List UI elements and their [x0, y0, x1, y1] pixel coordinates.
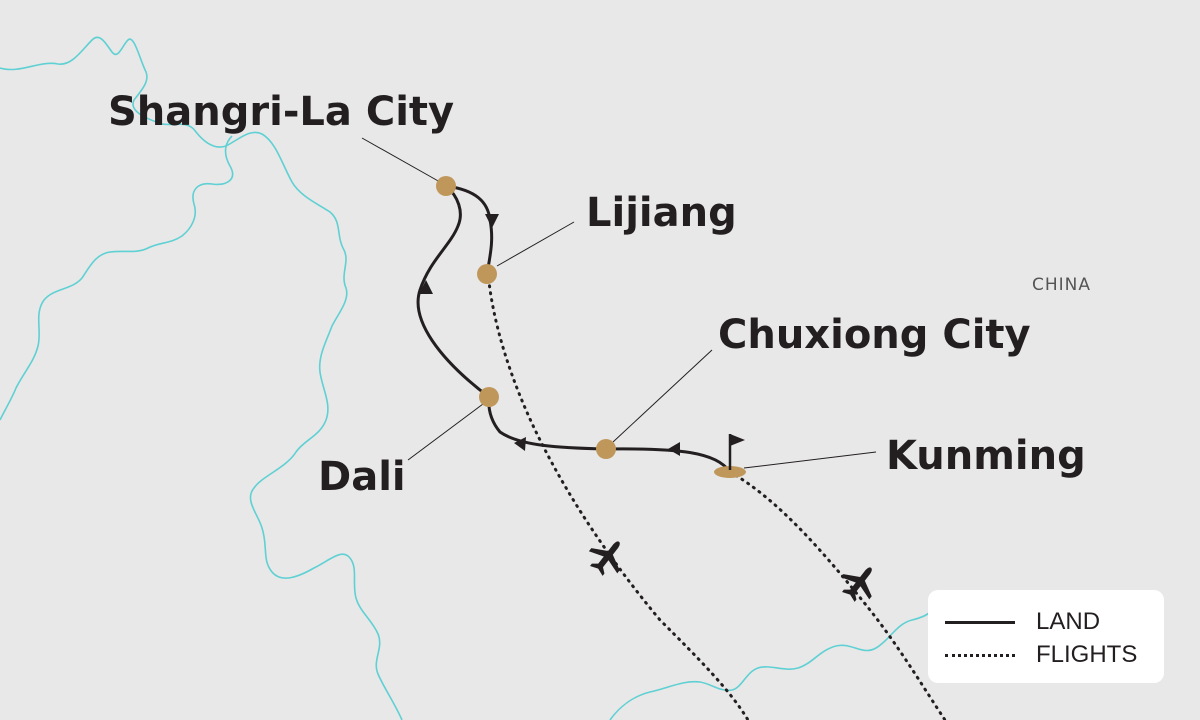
land-route-shangri-la-lijiang	[444, 184, 494, 276]
legend-item-land: LAND	[928, 607, 1164, 637]
city-label-lijiang: Lijiang	[586, 190, 737, 236]
city-dot-dali[interactable]	[479, 387, 499, 407]
leader-line-shangri-la	[361, 137, 441, 183]
city-dot-shangri-la[interactable]	[436, 176, 456, 196]
legend-solid-line	[945, 621, 1015, 624]
airplane-icons	[588, 541, 872, 602]
flight-route-lijiang	[486, 270, 750, 720]
border-lines	[0, 36, 931, 720]
leader-line-chuxiong	[612, 349, 713, 443]
legend-label-flights: FLIGHTS	[1036, 641, 1138, 668]
flag-icon	[728, 434, 745, 470]
border-line	[609, 611, 931, 720]
city-label-kunming: Kunming	[886, 433, 1086, 479]
city-label-dali: Dali	[318, 454, 406, 500]
land-route-chuxiong-dali	[487, 395, 608, 451]
route-arrows	[419, 214, 680, 456]
country-label: CHINA	[1032, 275, 1091, 295]
city-label-chuxiong: Chuxiong City	[718, 312, 1031, 358]
city-markers	[436, 176, 746, 478]
city-dot-lijiang[interactable]	[477, 264, 497, 284]
land-route-kunming-chuxiong	[604, 447, 732, 474]
airplane-icon	[840, 567, 872, 602]
legend-label-land: LAND	[1036, 608, 1101, 635]
land-routes	[416, 184, 732, 474]
city-marker-kunming[interactable]	[714, 466, 746, 478]
city-dot-chuxiong[interactable]	[596, 439, 616, 459]
flight-routes	[486, 270, 947, 720]
flight-route-kunming	[728, 470, 947, 720]
leader-line-dali	[407, 403, 484, 461]
arrow-icon	[485, 214, 499, 228]
land-route-dali-shangri-la	[416, 184, 491, 399]
leader-line-lijiang	[496, 221, 575, 267]
leader-lines	[361, 137, 877, 469]
arrow-icon	[419, 280, 433, 294]
legend-item-flights: FLIGHTS	[928, 640, 1164, 670]
arrow-icon	[514, 437, 526, 451]
city-label-shangri-la: Shangri-La City	[108, 89, 454, 135]
arrow-icon	[668, 442, 680, 456]
leader-line-kunming	[743, 451, 877, 469]
border-line	[0, 135, 234, 421]
map-legend: LAND FLIGHTS	[928, 590, 1164, 683]
airplane-icon	[588, 541, 620, 576]
legend-dotted-line	[945, 654, 1015, 657]
border-line	[0, 36, 403, 720]
